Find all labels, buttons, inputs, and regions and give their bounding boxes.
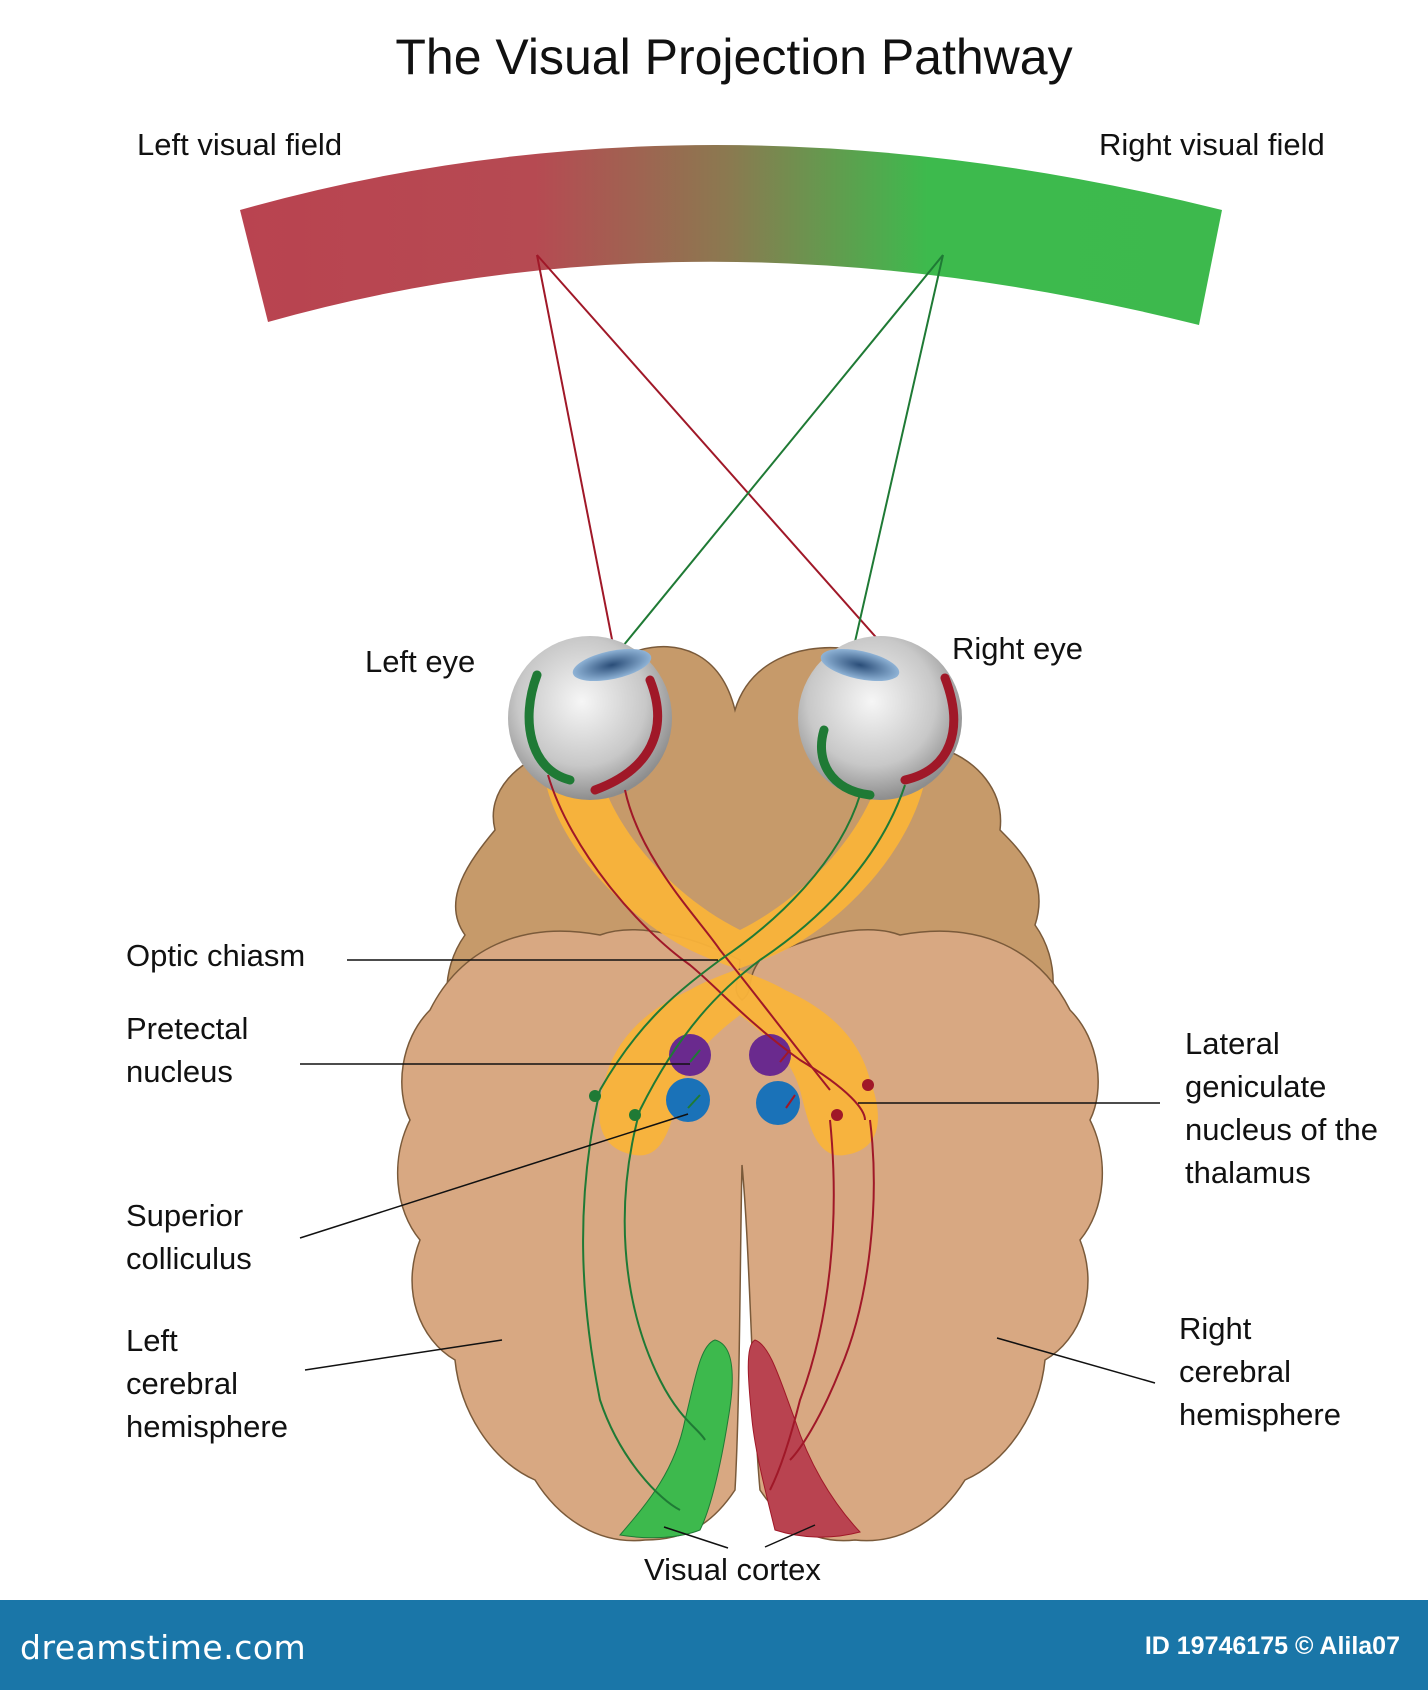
left-visual-field-label: Left visual field xyxy=(137,127,343,162)
site-logo[interactable]: dreamstime.com xyxy=(20,1628,307,1667)
optic-nerves-and-tracts xyxy=(545,775,925,1156)
visual-cortex-right xyxy=(747,1339,861,1538)
lateral-geniculate-label: Lateral geniculate nucleus of the thalam… xyxy=(1185,1026,1379,1190)
left-eyeball xyxy=(508,636,672,800)
visual-pathway-diagram xyxy=(240,145,1222,1549)
visual-field-arc xyxy=(240,145,1222,325)
synapse-dots xyxy=(589,1079,874,1121)
visual-cortex-left xyxy=(619,1339,733,1539)
right-eye-label: Right eye xyxy=(952,631,1083,666)
diagram-title: The Visual Projection Pathway xyxy=(395,29,1073,85)
pretectal-nucleus-label: Pretectal nucleus xyxy=(126,1011,249,1089)
left-eye-label: Left eye xyxy=(365,644,476,679)
superior-colliculus-left xyxy=(666,1078,710,1122)
left-hemisphere-label: Left cerebral hemisphere xyxy=(126,1323,288,1444)
optic-chiasm-label: Optic chiasm xyxy=(126,938,306,973)
leader-lines xyxy=(299,959,1160,1549)
pretectal-nucleus-left xyxy=(669,1034,711,1076)
visual-cortex-label: Visual cortex xyxy=(644,1552,821,1587)
superior-colliculus-right xyxy=(756,1081,800,1125)
neural-pathways xyxy=(547,774,906,1511)
superior-colliculus-label: Superior colliculus xyxy=(126,1198,252,1276)
right-hemisphere-label: Right cerebral hemisphere xyxy=(1179,1311,1341,1432)
footer-bar: dreamstime.com ID 19746175 © Alila07 xyxy=(0,1600,1428,1690)
image-id-credit: ID 19746175 © Alila07 xyxy=(1144,1632,1400,1660)
right-eyeball xyxy=(798,636,962,800)
right-visual-field-label: Right visual field xyxy=(1099,127,1325,162)
